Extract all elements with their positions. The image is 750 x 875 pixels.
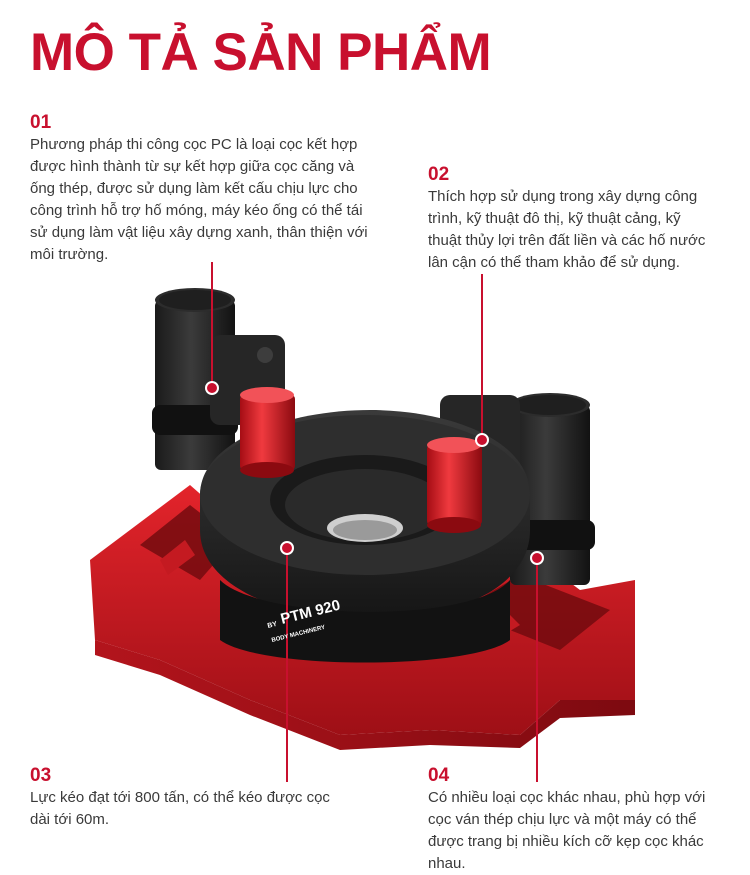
feature-number-01: 01 (30, 112, 52, 133)
feature-number-02: 02 (428, 164, 450, 185)
feature-text-01: Phương pháp thi công cọc PC là loại cọc … (30, 136, 368, 263)
brand-by-label: BY (267, 621, 278, 630)
feature-number-03: 03 (30, 765, 52, 786)
left-hydraulic-cylinder (240, 387, 295, 478)
right-hydraulic-cylinder (427, 437, 482, 533)
left-column (152, 288, 285, 470)
feature-text-03: Lực kéo đạt tới 800 tấn, có thể kéo được… (30, 789, 330, 828)
feature-number-04: 04 (428, 765, 450, 786)
page-title: MÔ TẢ SẢN PHẨM (30, 23, 492, 82)
feature-text-02: Thích hợp sử dụng trong xây dựng công tr… (428, 188, 706, 271)
callout-lines (205, 262, 544, 782)
feature-text-04: Có nhiều loại cọc khác nhau, phù hợp với… (428, 789, 706, 872)
